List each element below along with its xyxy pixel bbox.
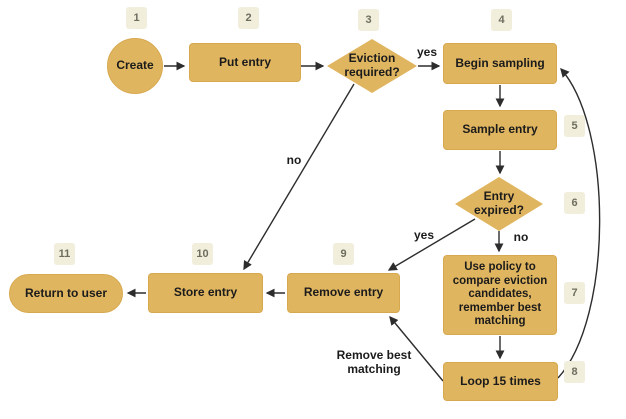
node-store-entry-label: Store entry [173, 285, 238, 300]
edge-label-expired-yes: yes [413, 228, 435, 243]
node-store-entry: Store entry [148, 273, 263, 313]
node-sample-entry-label: Sample entry [462, 122, 538, 137]
node-return-to-user-label: Return to user [24, 285, 107, 300]
node-remove-entry-label: Remove entry [303, 285, 384, 300]
step-badge-11: 11 [54, 243, 75, 265]
step-badge-9: 9 [333, 243, 354, 265]
node-put-entry-label: Put entry [218, 54, 271, 69]
edge-label-eviction-no: no [286, 153, 302, 168]
node-return-to-user: Return to user [9, 274, 123, 313]
step-badge-5: 5 [564, 115, 585, 137]
node-put-entry: Put entry [189, 43, 301, 82]
node-begin-sampling: Begin sampling [443, 43, 557, 84]
edge-label-expired-no: no [513, 230, 529, 245]
step-badge-2: 2 [238, 7, 259, 29]
edge-label-eviction-yes: yes [416, 45, 438, 60]
node-remove-entry: Remove entry [287, 273, 400, 313]
node-sample-entry: Sample entry [443, 110, 557, 150]
step-badge-7: 7 [564, 282, 585, 304]
node-entry-expired-label: Entry expired? [473, 189, 524, 217]
edge-label-remove-best-matching: Remove best matching [336, 348, 412, 376]
edge-eviction-no-to-store [243, 83, 355, 271]
edge-loop-to-begin-curve [557, 67, 601, 379]
node-loop-15-times: Loop 15 times [443, 362, 558, 401]
node-use-policy: Use policy to compare eviction candidate… [443, 255, 557, 335]
node-eviction-required-label: Eviction required? [344, 51, 400, 79]
node-loop-15-times-label: Loop 15 times [460, 373, 541, 388]
step-badge-3: 3 [358, 9, 379, 31]
node-create-label: Create [116, 58, 154, 73]
step-badge-4: 4 [491, 9, 512, 31]
step-badge-1: 1 [126, 7, 147, 29]
node-use-policy-label: Use policy to compare eviction candidate… [452, 261, 548, 328]
edge-loop-to-remove [389, 315, 444, 382]
node-begin-sampling-label: Begin sampling [455, 55, 545, 70]
step-badge-6: 6 [564, 192, 585, 214]
step-badge-8: 8 [564, 361, 585, 383]
node-create: Create [107, 38, 163, 94]
step-badge-10: 10 [192, 243, 213, 265]
edge-expired-yes-to-remove [387, 218, 476, 271]
